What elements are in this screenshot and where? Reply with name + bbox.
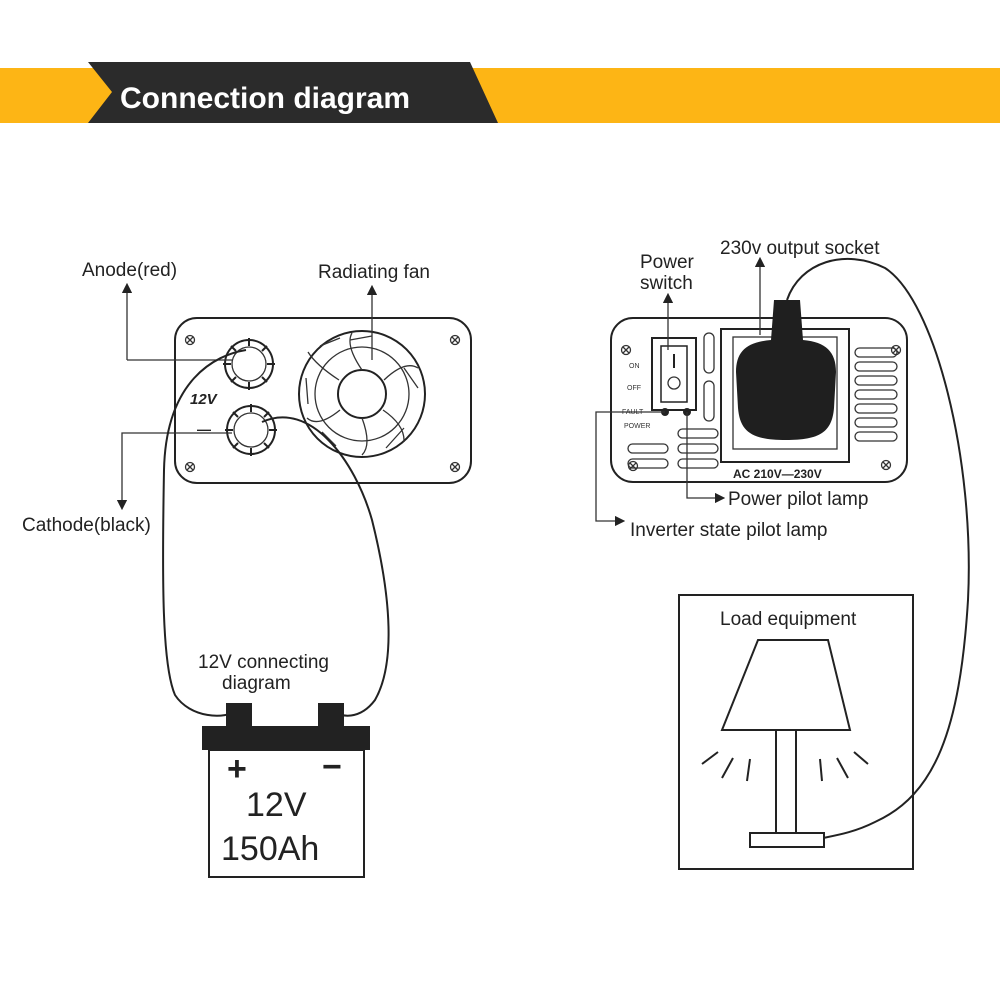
- fan-callout: Radiating fan: [318, 262, 430, 360]
- power-switch-label-2: switch: [640, 273, 693, 294]
- inverter-dc-panel: 12V —: [174, 317, 472, 484]
- cathode-label: Cathode(black): [22, 515, 151, 536]
- header-banner: Connection diagram: [0, 62, 1000, 123]
- plug-icon: [736, 300, 836, 440]
- negative-cable: [261, 416, 390, 717]
- socket-label: 230v output socket: [720, 238, 880, 259]
- socket-callout: 230v output socket: [720, 238, 880, 335]
- dc-cables: [162, 349, 390, 717]
- cathode-callout: Cathode(black): [22, 432, 232, 536]
- power-lamp-callout: Power pilot lamp: [686, 412, 868, 510]
- battery-plus: +: [227, 750, 247, 788]
- battery-negative-post: [318, 703, 344, 729]
- on-marking: ON: [629, 363, 640, 370]
- state-lamp-label: Inverter state pilot lamp: [630, 520, 827, 541]
- battery-minus: −: [322, 748, 342, 786]
- battery-positive-post: [226, 703, 252, 729]
- power-lamp-label: Power pilot lamp: [728, 489, 868, 510]
- power-switch-icon: [651, 337, 697, 411]
- ac-cable: [786, 257, 970, 839]
- voltage-marking: 12V: [190, 391, 219, 408]
- positive-terminal-icon: [223, 338, 275, 390]
- fan-label: Radiating fan: [318, 262, 430, 283]
- positive-cable: [162, 349, 247, 717]
- battery-capacity: 150Ah: [221, 830, 319, 868]
- battery-voltage: 12V: [246, 786, 307, 824]
- anode-callout: Anode(red): [82, 260, 232, 361]
- anode-label: Anode(red): [82, 260, 177, 281]
- vent-slots: [627, 332, 719, 469]
- screw-icon: [184, 334, 461, 473]
- connect-label-line1: 12V connecting: [198, 652, 329, 673]
- lamp-icon: [701, 639, 869, 848]
- battery: + − 12V 150Ah: [202, 703, 370, 878]
- power-marking: POWER: [624, 423, 650, 430]
- fan-icon: [298, 330, 426, 458]
- load-equipment-box: Load equipment: [678, 594, 914, 870]
- header-title-bg: [88, 62, 498, 123]
- load-frame: [678, 594, 914, 870]
- ac-marking: AC 210V—230V: [733, 467, 822, 481]
- load-label: Load equipment: [720, 609, 857, 630]
- connect-label-line2: diagram: [222, 673, 291, 694]
- power-switch-label-1: Power: [640, 252, 695, 273]
- negative-terminal-icon: [225, 404, 277, 456]
- inverter-ac-panel: ON OFF FAULT POWER AC 210V: [610, 300, 908, 483]
- state-lamp-callout: Inverter state pilot lamp: [595, 411, 827, 541]
- power-switch-callout: Power switch: [640, 252, 695, 350]
- dc-panel-body: [174, 317, 472, 484]
- vent-slots: [854, 347, 898, 442]
- minus-marking: —: [197, 421, 211, 437]
- ac-panel-body: [610, 317, 908, 483]
- page-title: Connection diagram: [120, 82, 410, 115]
- battery-lid: [202, 726, 370, 750]
- battery-body: [208, 749, 365, 878]
- off-marking: OFF: [627, 385, 641, 392]
